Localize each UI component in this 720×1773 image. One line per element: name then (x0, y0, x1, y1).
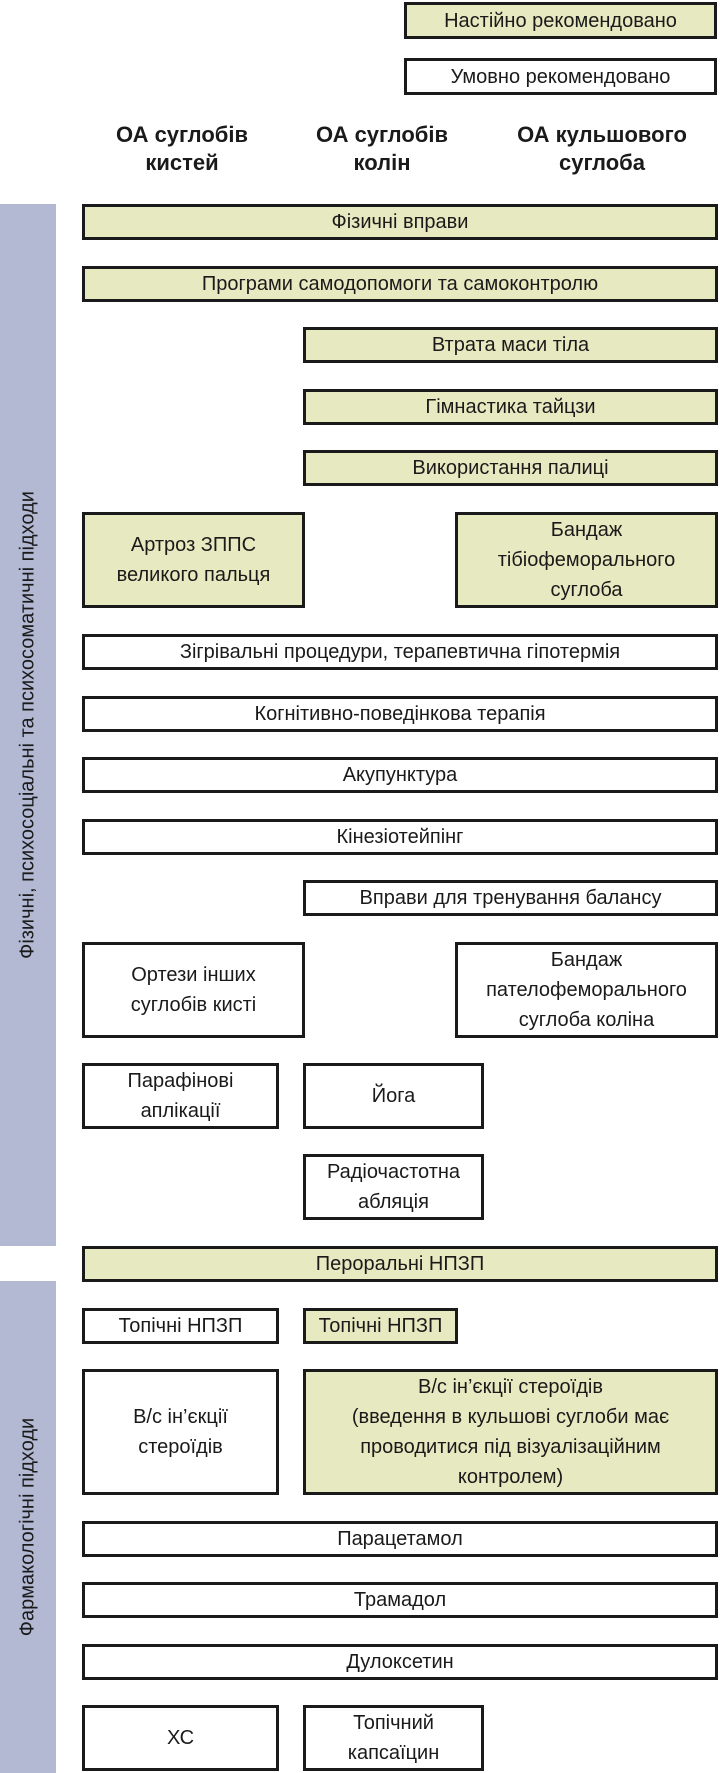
legend-conditional: Умовно рекомендовано (404, 58, 717, 95)
item-duloxetine: Дулоксетин (82, 1644, 718, 1680)
item-cbt: Когнітивно-поведінкова терапія (82, 696, 718, 732)
item-other-hand-orthoses: Ортези інших суглобів кисті (82, 942, 305, 1038)
item-tibiofemoral-brace: Бандаж тібіофеморального суглоба (455, 512, 718, 608)
item-capsaicin: Топічний капсаїцин (303, 1705, 484, 1771)
item-ia-steroid-hand: В/с ін’єкції стероїдів (82, 1369, 279, 1495)
section-label-physical: Фізичні, психосоціальні та психосоматичн… (16, 491, 39, 959)
section-sidebar-pharma: Фармакологічні підходи (0, 1281, 56, 1773)
section-label-pharma: Фармакологічні підходи (16, 1417, 39, 1637)
item-ia-steroid-knee-hip: В/с ін’єкції стероїдів (введення в кульш… (303, 1369, 718, 1495)
item-tai-chi: Гімнастика тайцзи (303, 389, 718, 425)
item-yoga: Йога (303, 1063, 484, 1129)
column-header-knee: ОА суглобів колін (316, 122, 448, 175)
item-thermal: Зігрівальні процедури, терапевтична гіпо… (82, 634, 718, 670)
item-chondroitin: ХС (82, 1705, 279, 1771)
item-self-management: Програми самодопомоги та самоконтролю (82, 266, 718, 302)
item-thumb-orthosis: Артроз ЗППС великого пальця (82, 512, 305, 608)
item-paraffin: Парафінові аплікації (82, 1063, 279, 1129)
column-header-hip: ОА кульшового суглоба (517, 122, 687, 175)
item-kinesiotaping: Кінезіотейпінг (82, 819, 718, 855)
item-paracetamol: Парацетамол (82, 1521, 718, 1557)
item-tramadol: Трамадол (82, 1582, 718, 1618)
column-header-hand: ОА суглобів кистей (116, 122, 248, 175)
legend-strong: Настійно рекомендовано (404, 2, 717, 39)
section-sidebar-physical: Фізичні, психосоціальні та психосоматичн… (0, 204, 56, 1246)
item-topical-nsaid-knee: Топічні НПЗП (303, 1308, 458, 1344)
item-acupuncture: Акупунктура (82, 757, 718, 793)
item-rf-ablation: Радіочастотна абляція (303, 1154, 484, 1220)
item-cane: Використання палиці (303, 450, 718, 486)
item-exercise: Фізичні вправи (82, 204, 718, 240)
item-topical-nsaid-hand: Топічні НПЗП (82, 1308, 279, 1344)
item-patellofemoral-brace: Бандаж пателофеморального суглоба коліна (455, 942, 718, 1038)
item-weight-loss: Втрата маси тіла (303, 327, 718, 363)
item-balance: Вправи для тренування балансу (303, 880, 718, 916)
item-oral-nsaid: Пероральні НПЗП (82, 1246, 718, 1282)
